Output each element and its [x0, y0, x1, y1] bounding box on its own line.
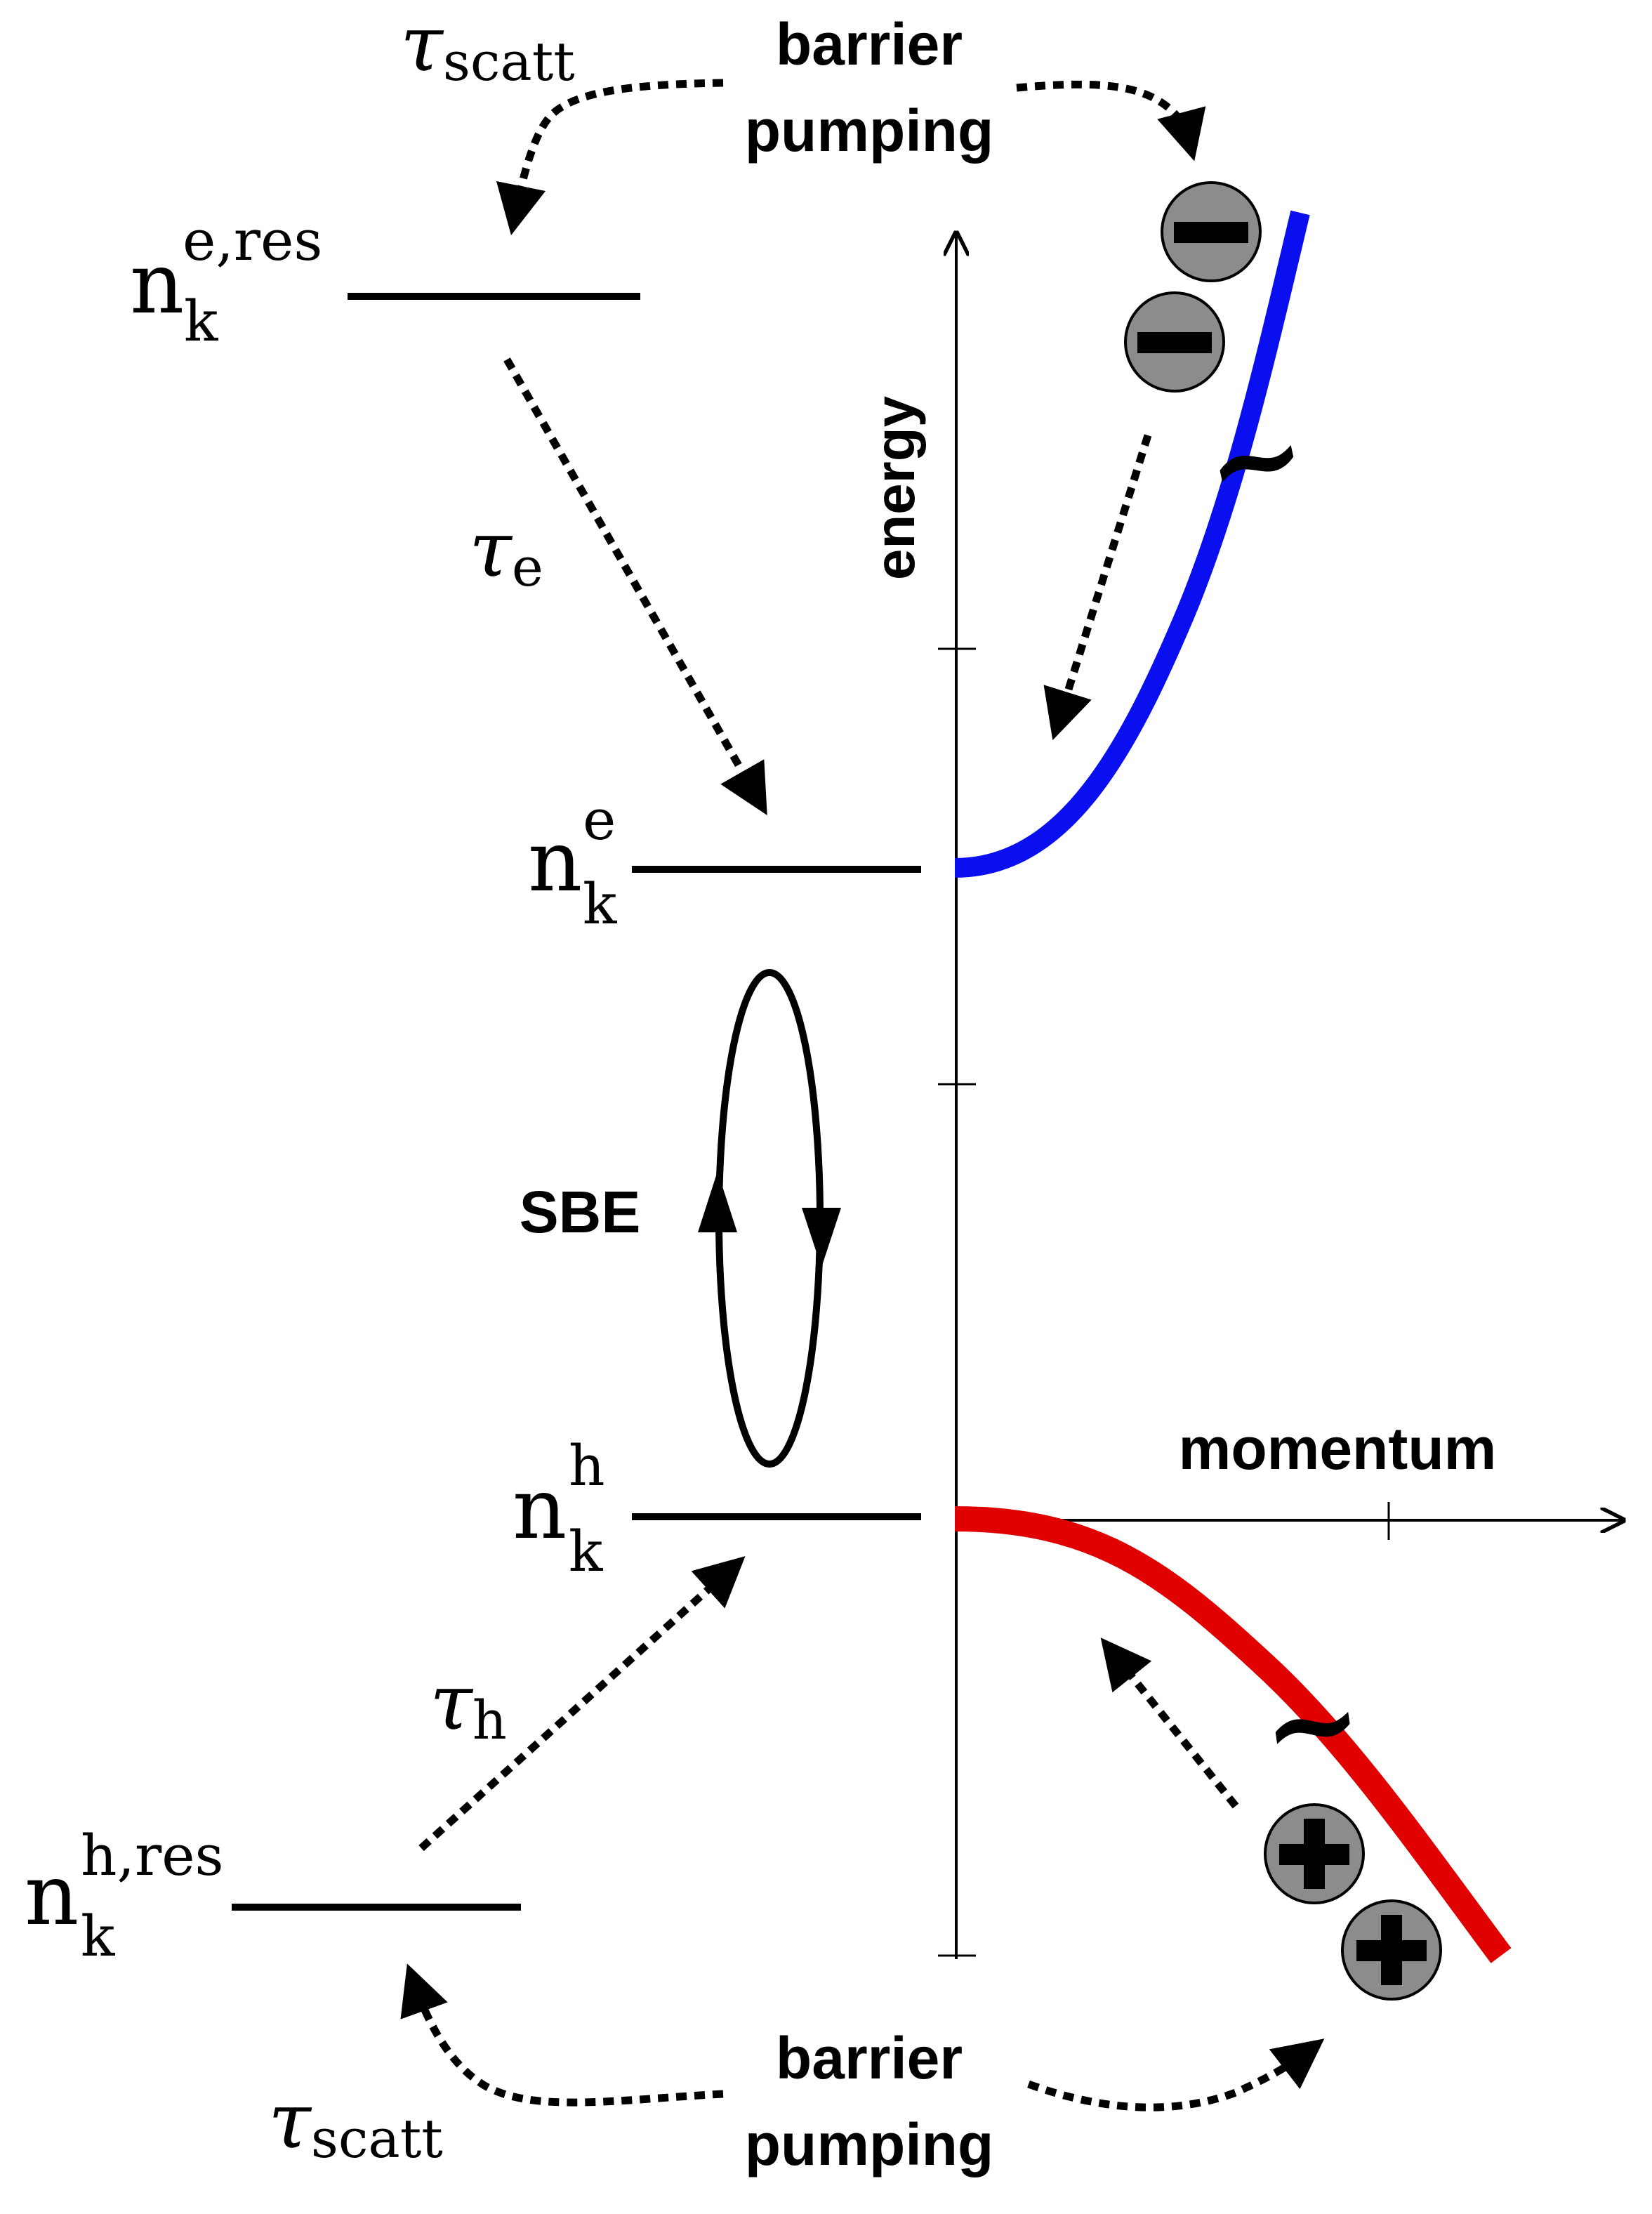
level-sub: k: [583, 871, 618, 937]
momentum-axis-label: momentum: [1179, 1416, 1497, 1482]
level-sup: e: [583, 787, 616, 852]
energy-axis-label: energy: [864, 395, 926, 580]
sbe-ellipse: [715, 969, 824, 1468]
hole-band: [954, 1506, 1512, 1963]
sbe-arrow-up-icon: [698, 1171, 737, 1232]
tau-subscript: h: [473, 1689, 507, 1751]
level-sup: h,res: [81, 1823, 224, 1888]
arrow-tau-h: [418, 1556, 746, 1852]
electron-carrier-icon: [1124, 291, 1225, 393]
tau-symbol: τ: [268, 2076, 312, 2166]
level-lines: [232, 293, 921, 1911]
barrier-label-bottom: barrier: [776, 2025, 963, 2091]
tau-subscript: scatt: [311, 2107, 443, 2170]
level-sub: k: [569, 1519, 604, 1584]
level-sup: e,res: [183, 208, 322, 273]
sbe-label: SBE: [520, 1179, 641, 1245]
arrow-hole-relax: [1100, 1638, 1239, 1809]
arrow-bottom-left-pumping: [400, 1963, 724, 2107]
level-label-h: n h k: [513, 1433, 605, 1584]
tau-symbol: τ: [469, 504, 513, 594]
electron-carriers: [1124, 181, 1262, 393]
arrow-top-right-pumping: [1016, 80, 1206, 162]
level-base: n: [130, 235, 184, 333]
level-label-h-res: n h,res k: [25, 1823, 224, 1969]
sbe-arrow-down-icon: [802, 1208, 841, 1267]
arrow-tau-e: [503, 357, 767, 816]
hole-carrier-icon: [1264, 1803, 1365, 1904]
hole-carriers: [1264, 1803, 1442, 2001]
barrier-label-top: barrier: [776, 11, 963, 77]
level-base: n: [25, 1847, 79, 1944]
hole-carrier-icon: [1341, 1899, 1442, 2001]
tau-subscript: e: [512, 536, 543, 598]
tau-h-label: τh: [430, 1657, 507, 1751]
pumping-label-top: pumping: [745, 98, 994, 164]
tau-scatt-bottom: τscatt: [268, 2076, 443, 2170]
level-label-e-res: n e,res k: [130, 208, 322, 354]
pumping-label-bottom: pumping: [745, 2111, 994, 2177]
level-label-e: n e k: [528, 787, 618, 937]
level-base: n: [528, 813, 582, 911]
level-base: n: [513, 1461, 567, 1558]
level-sub: k: [81, 1904, 116, 1969]
sbe-loop: [698, 969, 841, 1468]
arrow-top-left-pumping: [496, 79, 724, 236]
level-sup: h: [569, 1433, 605, 1498]
axes: [938, 233, 1623, 1959]
electron-band: [954, 210, 1310, 878]
level-sub: k: [184, 289, 219, 354]
tau-symbol: τ: [430, 1657, 474, 1747]
tau-e-label: τe: [469, 504, 543, 598]
tau-scatt-top: τscatt: [400, 0, 575, 93]
arrow-electron-relax: [1043, 434, 1152, 741]
tau-subscript: scatt: [443, 30, 575, 93]
tau-symbol: τ: [400, 0, 444, 88]
arrow-bottom-right-pumping: [1027, 2038, 1325, 2111]
approx-break-icon: ~: [1253, 1647, 1371, 1800]
electron-carrier-icon: [1161, 181, 1262, 282]
dotted-arrows: [400, 79, 1325, 2111]
